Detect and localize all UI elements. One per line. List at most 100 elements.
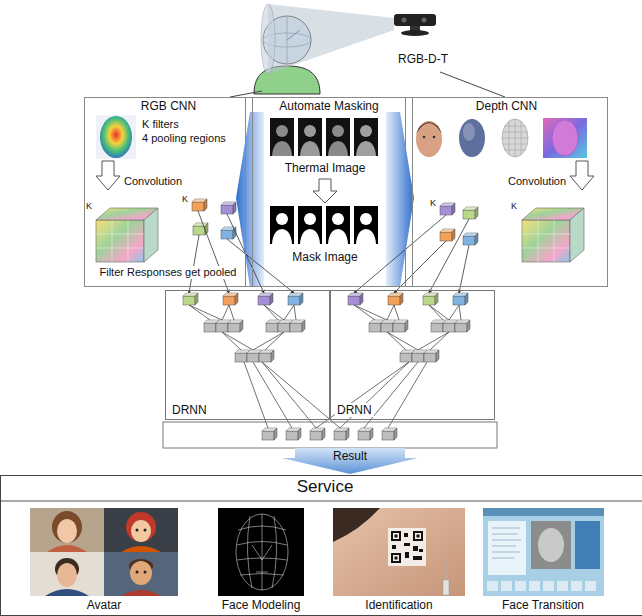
service-figures-part <box>121 546 161 552</box>
service-figures-part <box>483 508 604 596</box>
service-figures-part <box>45 589 89 596</box>
drnn-network-part-part <box>189 305 296 320</box>
service-figures-part <box>393 533 421 561</box>
service-figures-part <box>52 511 82 543</box>
service-figures-part <box>218 508 304 596</box>
drnn-box: DRNN <box>165 290 330 420</box>
step-label: Convolution <box>508 175 566 188</box>
drnn-network-part-part <box>354 305 461 320</box>
rgb-cnn-figure-part <box>96 161 120 190</box>
result-bar-part <box>358 428 373 440</box>
service-figures-part <box>443 580 449 595</box>
rgb-cnn-figure <box>96 115 236 262</box>
thermal-mask-images-part <box>313 179 337 203</box>
depth-cnn-figure-part <box>502 119 528 157</box>
service-caption: Face Modeling <box>222 598 301 612</box>
drnn-network-part <box>288 293 303 305</box>
service-figures-part-part <box>252 545 272 572</box>
person-camera-part <box>422 18 427 23</box>
image-caption: Mask Image <box>292 250 357 264</box>
depth-cnn-figure-part <box>463 207 478 219</box>
service-figures-part-part <box>405 552 409 558</box>
service-figures-part <box>144 571 147 574</box>
feature-lines-part <box>198 211 229 293</box>
service-figures-part <box>446 558 447 580</box>
person-camera <box>230 4 505 97</box>
service-figures-part <box>104 508 178 552</box>
drnn-network-part-part <box>316 362 427 428</box>
thermal-mask-images-part <box>298 206 322 244</box>
service-figures-part-part <box>413 556 422 560</box>
service-figures-part-part <box>392 545 396 549</box>
depth-cnn-figure-part <box>570 161 594 190</box>
drnn-network-part <box>455 320 470 332</box>
service-figures-part-part <box>395 557 398 560</box>
depth-cnn-figure-part <box>433 136 436 139</box>
depth-cnn-figure-part <box>459 119 485 157</box>
depth-cnn-figure-part <box>440 203 455 215</box>
service-figures-part-part <box>393 555 399 561</box>
service-figures-part-part <box>393 533 399 539</box>
dimension-label: K <box>430 198 436 209</box>
service-caption: Identification <box>365 598 432 612</box>
service-figures-part-part <box>404 543 410 546</box>
panel-title: Depth CNN <box>406 99 607 113</box>
drnn-network-part <box>183 293 198 305</box>
service-figures-part-part <box>413 531 423 541</box>
rgb-cnn-figure-part <box>193 223 208 235</box>
service-figures-part <box>130 561 152 585</box>
thermal-mask-images-part <box>270 118 294 156</box>
result-bar-part <box>163 422 497 448</box>
service-figures-part <box>492 528 521 558</box>
service-figures-part-part <box>417 535 420 538</box>
feature-lines <box>189 211 469 293</box>
service-figures-part <box>104 552 178 596</box>
annotation-label: 4 pooling regions <box>142 132 226 145</box>
feature-lines-part <box>459 245 469 293</box>
feature-lines-part <box>429 219 469 293</box>
result-bar-part <box>282 448 418 474</box>
drnn-network-part <box>258 293 273 305</box>
rgb-cnn-figure-part <box>144 208 158 262</box>
depth-cnn-figure-part <box>522 220 570 262</box>
step-label: Convolution <box>124 175 182 188</box>
rgb-cnn-figure-part <box>96 220 144 262</box>
result-bar <box>163 422 497 474</box>
drnn-network-part <box>223 293 238 305</box>
service-figures-part <box>57 519 77 543</box>
service-figures-part-part <box>391 531 401 541</box>
rgb-cnn-figure-part <box>192 199 207 211</box>
result-bar-part <box>310 428 325 440</box>
service-figures-part <box>333 508 380 542</box>
service-figures-part <box>136 571 139 574</box>
thermal-mask-images-part <box>300 213 320 244</box>
feature-lines-part <box>354 215 446 293</box>
thermal-mask-images-part <box>356 125 376 156</box>
drnn-network-part <box>388 293 403 305</box>
service-figures <box>0 501 642 596</box>
depth-cnn-figure-part <box>440 229 455 241</box>
drnn-network-part <box>228 320 243 332</box>
service-figures-part <box>47 545 87 552</box>
depth-cnn-figure-part <box>502 119 528 157</box>
block-label: DRNN <box>335 403 374 417</box>
thermal-mask-images-part <box>272 125 292 156</box>
thermal-mask-images <box>270 118 378 244</box>
service-figures-part <box>487 581 596 591</box>
drnn-network-part-part <box>244 362 340 428</box>
service-figures-part <box>0 501 642 502</box>
thermal-mask-images-part <box>328 125 348 156</box>
person-camera-part <box>402 18 407 23</box>
service-figures-part <box>395 535 420 560</box>
drnn-network-part <box>453 293 468 305</box>
rgb-cnn-figure-part <box>100 116 132 158</box>
dimension-label: K <box>511 201 517 212</box>
result-bar-part <box>286 428 301 440</box>
thermal-mask-images-part <box>300 125 320 156</box>
service-figures-part <box>121 590 161 596</box>
thermal-mask-images-part <box>354 118 378 156</box>
service-figures-part-part <box>585 581 596 591</box>
sensor-label: RGB-D-T <box>398 52 448 66</box>
service-figures-part-part <box>404 533 408 537</box>
